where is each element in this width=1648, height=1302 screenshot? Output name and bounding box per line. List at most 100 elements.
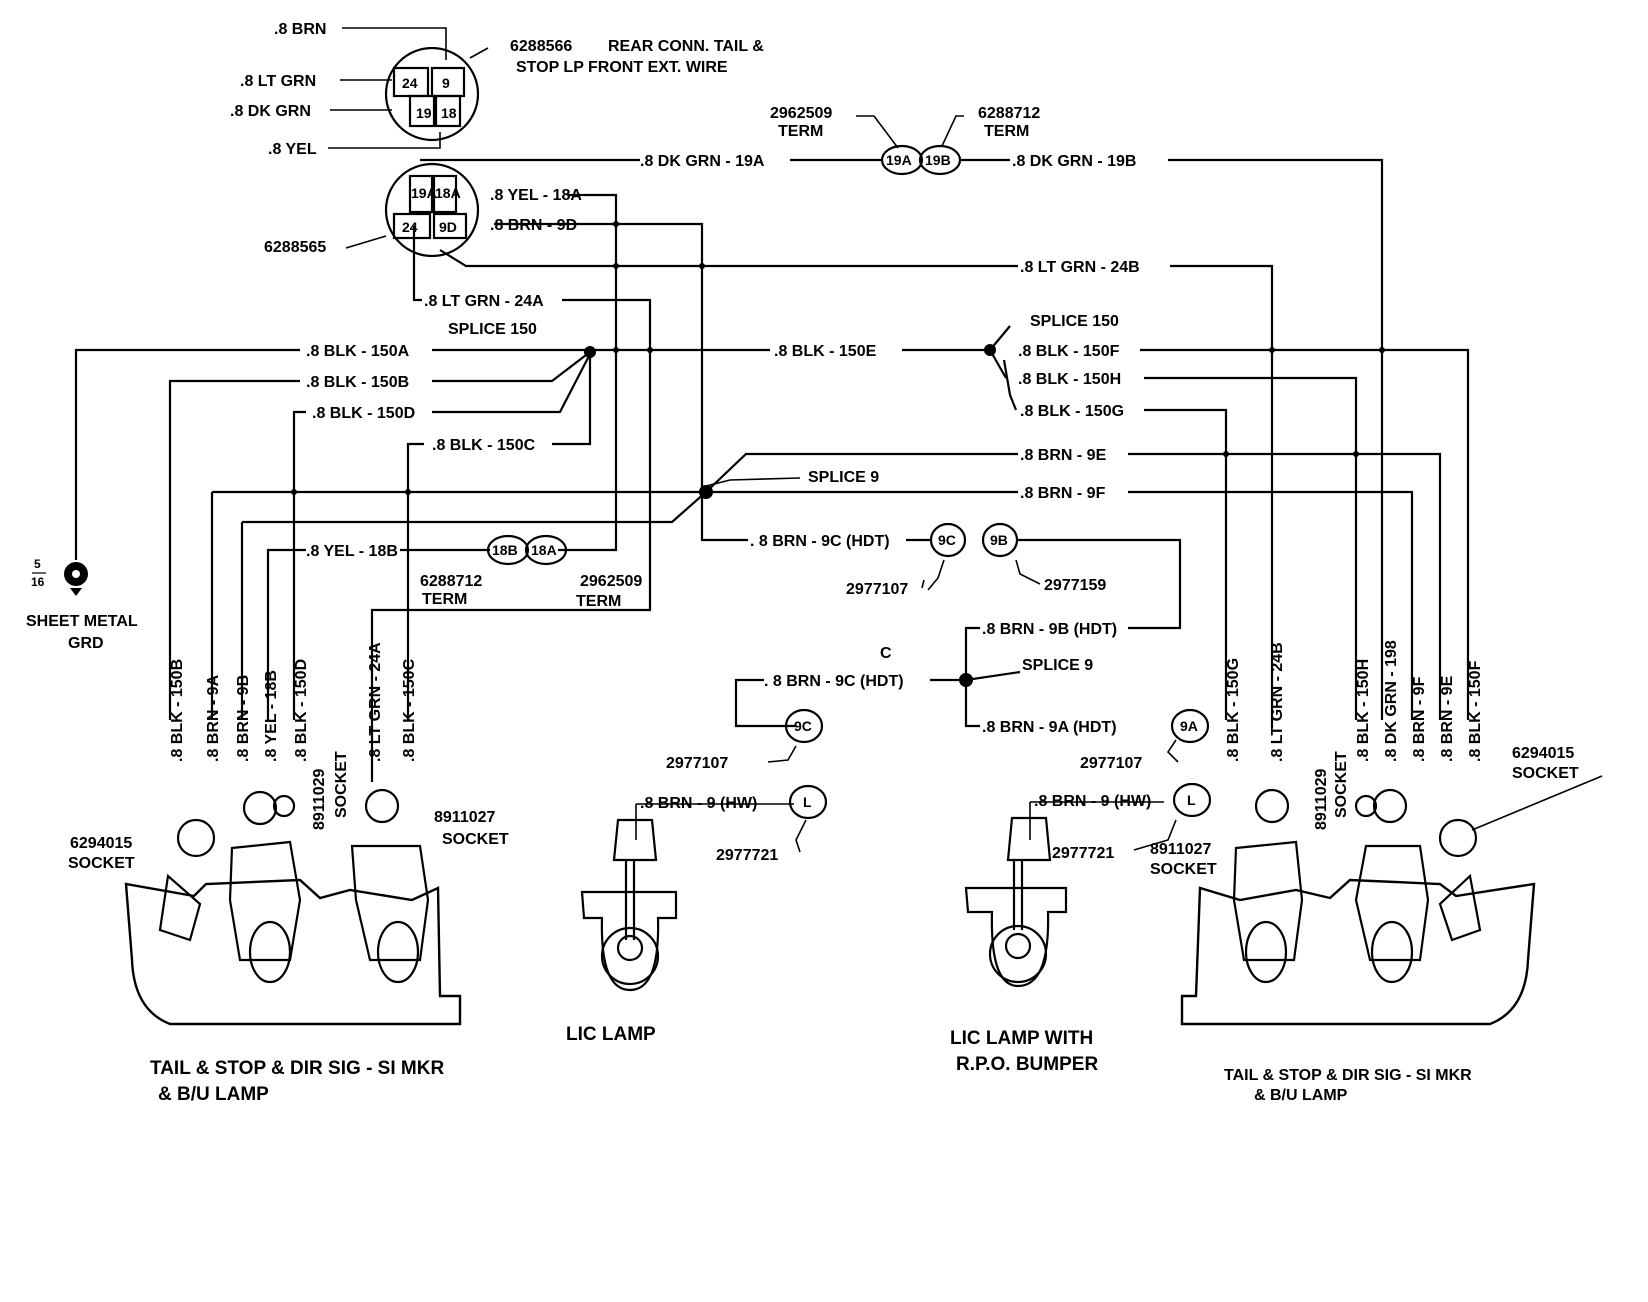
label-term-word-b: TERM: [984, 123, 1029, 140]
vlabel-blk-150g: .8 BLK - 150G: [1225, 658, 1242, 762]
label-term-6288712-a: 6288712: [978, 105, 1040, 122]
ground-symbol: 5 16 SHEET METAL GRD: [26, 557, 138, 652]
label-socket-8911027-right: 8911027: [1150, 841, 1212, 858]
label-rear-desc-2: STOP LP FRONT EXT. WIRE: [516, 59, 728, 76]
vlabel-dkgrn-198: .8 DK GRN - 198: [1383, 640, 1400, 762]
label-ltgrn-24b: .8 LT GRN - 24B: [1020, 259, 1140, 276]
vlabel-yel-18b: .8 YEL - 18B: [263, 670, 280, 762]
label-socket-6294015-right: 6294015: [1512, 745, 1574, 762]
label-brn-9f: .8 BRN - 9F: [1020, 485, 1106, 502]
wires: [74, 27, 1470, 853]
vlabel-ltgrn-24a: .8 LT GRN - 24A: [367, 642, 384, 762]
label-socket-word-left: SOCKET: [68, 855, 135, 872]
vertical-labels-left: .8 BLK - 150B .8 BRN - 9A .8 BRN - 9B .8…: [169, 642, 418, 830]
label-part-6288565: 6288565: [264, 239, 326, 256]
vlabel-socket-left: SOCKET: [333, 751, 350, 818]
pin-9b: 9B: [990, 532, 1008, 548]
label-blk-150a: .8 BLK - 150A: [306, 343, 410, 360]
label-rear-yel: .8 YEL: [268, 141, 317, 158]
vlabel-blk-150h: .8 BLK - 150H: [1355, 659, 1372, 762]
front-connector: 19A 18A 24 9D: [384, 162, 480, 258]
label-brn-9e: .8 BRN - 9E: [1020, 447, 1107, 464]
pin-9-label: 9: [442, 75, 450, 91]
label-2977721-a: 2977721: [716, 847, 778, 864]
vertical-labels-right: .8 BLK - 150G .8 LT GRN - 24B 8911029 SO…: [1225, 640, 1484, 830]
label-blk-150g: .8 BLK - 150G: [1020, 403, 1124, 420]
label-brn-9-hw-b: .8 BRN - 9 (HW): [1034, 793, 1151, 810]
caption-left-line2: & B/U LAMP: [158, 1084, 269, 1105]
pin-18-label: 18: [441, 105, 457, 121]
pin-19-box: [408, 94, 436, 128]
pin-9a: 9A: [1180, 718, 1198, 734]
label-2977107-a: 2977107: [846, 581, 908, 598]
label-brn-9c-hdt: . 8 BRN - 9C (HDT): [750, 533, 890, 550]
pin-24-label: 24: [402, 75, 418, 91]
pin-18a: 18A: [531, 542, 557, 558]
label-term-word-a: TERM: [778, 123, 823, 140]
label-term-2962509-b: 2962509: [580, 573, 642, 590]
right-tail-lamp-assembly: [1180, 775, 1603, 1026]
vlabel-brn-9b: .8 BRN - 9B: [235, 675, 252, 762]
vlabel-brn-9f: .8 BRN - 9F: [1411, 676, 1428, 762]
label-brn-9d: .8 BRN - 9D: [490, 217, 577, 234]
label-rear-dkgrn: .8 DK GRN: [230, 103, 311, 120]
label-splice9: SPLICE 9: [808, 469, 879, 486]
label-blk-150f: .8 BLK - 150F: [1018, 343, 1120, 360]
label-2977159: 2977159: [1044, 577, 1106, 594]
label-socket-word-right: SOCKET: [1512, 765, 1579, 782]
label-blk-150b: .8 BLK - 150B: [306, 374, 409, 391]
lic-lamp-rpo: [964, 816, 1068, 988]
label-part-6288566: 6288566: [510, 38, 572, 55]
caption-left-line1: TAIL & STOP & DIR SIG - SI MKR: [150, 1058, 444, 1079]
label-2977721-b: 2977721: [1052, 845, 1114, 862]
label-splice9-b: SPLICE 9: [1022, 657, 1093, 674]
pin-9c-a: 9C: [938, 532, 956, 548]
label-yel-18a: .8 YEL - 18A: [490, 187, 582, 204]
label-brn-9b-hdt: .8 BRN - 9B (HDT): [982, 621, 1117, 638]
vlabel-blk-150d: .8 BLK - 150D: [293, 659, 310, 762]
ground-label-line1: SHEET METAL: [26, 613, 138, 630]
label-blk-150d: .8 BLK - 150D: [312, 405, 415, 422]
caption-right-line2: & B/U LAMP: [1254, 1087, 1348, 1104]
label-dkgrn-19a: .8 DK GRN - 19A: [640, 153, 765, 170]
vlabel-8911029-right: 8911029: [1313, 768, 1330, 830]
label-dkgrn-19b: .8 DK GRN - 19B: [1012, 153, 1136, 170]
label-splice150-right: SPLICE 150: [1030, 313, 1119, 330]
pin-18b: 18B: [492, 542, 518, 558]
label-term-2962509-a: 2962509: [770, 105, 832, 122]
label-brn-9a-hdt: .8 BRN - 9A (HDT): [982, 719, 1117, 736]
pin-19b: 19B: [925, 152, 951, 168]
label-term-word-c: TERM: [422, 591, 467, 608]
label-blk-150e: .8 BLK - 150E: [774, 343, 877, 360]
lic-lamp: [580, 818, 678, 992]
rear-connector: 24 9 19 18: [384, 46, 480, 142]
caption-lic-rpo-line1: LIC LAMP WITH: [950, 1028, 1093, 1049]
vlabel-brn-9a: .8 BRN - 9A: [205, 674, 222, 762]
label-2977107-b: 2977107: [666, 755, 728, 772]
caption-lic-rpo-line2: R.P.O. BUMPER: [956, 1054, 1098, 1075]
label-brn-9c-hdt-2: . 8 BRN - 9C (HDT): [764, 673, 904, 690]
label-rear-ltgrn: .8 LT GRN: [240, 73, 316, 90]
label-term-6288712-b: 6288712: [420, 573, 482, 590]
label-yel-18b: .8 YEL - 18B: [306, 543, 398, 560]
pin-19a-label: 19A: [411, 185, 437, 201]
label-2977107-c: 2977107: [1080, 755, 1142, 772]
label-splice150-left: SPLICE 150: [448, 321, 537, 338]
vlabel-blk-150b: .8 BLK - 150B: [169, 659, 186, 762]
labels: .8 BRN .8 LT GRN .8 DK GRN .8 YEL 628856…: [68, 21, 1579, 1105]
label-ltgrn-24a: .8 LT GRN - 24A: [424, 293, 544, 310]
pin-l-b: L: [1187, 792, 1196, 808]
ground-label-line2: GRD: [68, 635, 104, 652]
vlabel-ltgrn-24b: .8 LT GRN - 24B: [1269, 642, 1286, 762]
ground-fraction-den: 16: [31, 575, 45, 589]
pin-18-box: [434, 94, 462, 128]
pin-l-a: L: [803, 794, 812, 810]
left-tail-lamp-assembly: [124, 788, 462, 1026]
label-socket-8911027-left: 8911027: [434, 809, 496, 826]
vlabel-blk-150c: .8 BLK - 150C: [401, 658, 418, 762]
label-socket-6294015-left: 6294015: [70, 835, 132, 852]
pin-19a: 19A: [886, 152, 912, 168]
vlabel-brn-9e: .8 BRN - 9E: [1439, 675, 1456, 762]
vlabel-blk-150f: .8 BLK - 150F: [1467, 660, 1484, 762]
